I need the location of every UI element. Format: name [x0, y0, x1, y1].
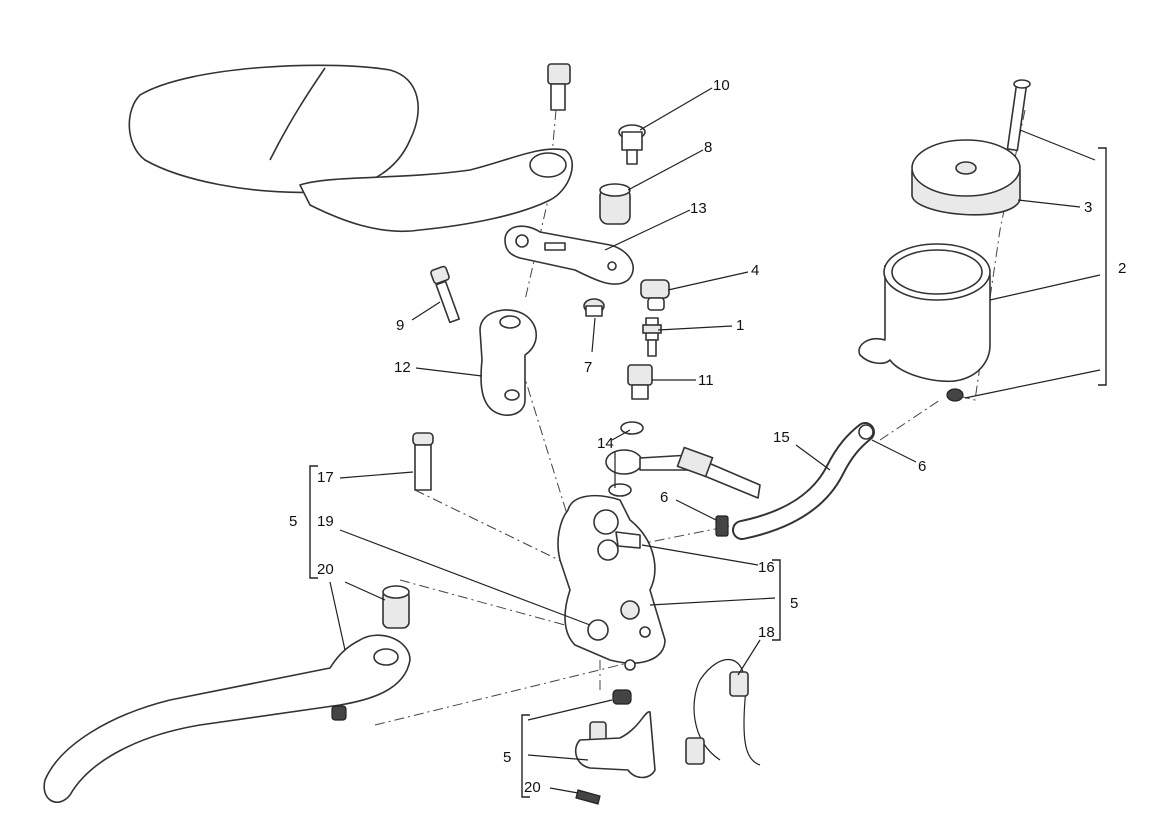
- callout-10: 10: [713, 77, 730, 94]
- part-13-bracket: [504, 225, 634, 285]
- callout-8: 8: [704, 139, 712, 156]
- part-20-bushing: [382, 585, 410, 629]
- callout-20-bushing: 20: [317, 561, 334, 578]
- callout-9: 9: [396, 317, 404, 334]
- part-4-cap: [640, 279, 670, 311]
- callout-11: 11: [698, 372, 714, 389]
- lower-parts: [574, 689, 656, 805]
- callout-16: 16: [758, 559, 775, 576]
- callout-3: 3: [1084, 199, 1092, 216]
- brake-lever: [43, 634, 411, 803]
- part-11-fitting: [627, 364, 653, 400]
- callout-4: 4: [751, 262, 759, 279]
- callout-5-left: 5: [289, 513, 297, 530]
- callout-17: 17: [317, 469, 334, 486]
- callout-6-cylinder: 6: [660, 489, 668, 506]
- part-6-clamps: [715, 424, 874, 537]
- callout-5-bottom: 5: [503, 749, 511, 766]
- part-12-clamp: [479, 309, 538, 416]
- part-2-reservoir: [858, 243, 991, 402]
- part-15-hose: [732, 422, 875, 540]
- rear-view-mirror: [128, 64, 574, 233]
- callout-20-bottom: 20: [524, 779, 541, 796]
- callout-7: 7: [584, 359, 592, 376]
- callout-13: 13: [690, 200, 707, 217]
- part-3-reservoir-cap: [911, 79, 1031, 216]
- part-17-pin: [412, 432, 434, 491]
- mirror-bolt: [547, 63, 571, 111]
- part-1-bleeder: [642, 317, 662, 357]
- callout-2: 2: [1118, 260, 1126, 277]
- part-10-cap: [618, 124, 646, 165]
- part-18-switch: [685, 658, 761, 766]
- callout-6-reservoir: 6: [918, 458, 926, 475]
- callout-19: 19: [317, 513, 334, 530]
- callout-14: 14: [597, 435, 614, 452]
- part-8-grommet: [599, 183, 631, 225]
- group-brackets: [309, 147, 1107, 798]
- part-9-bolt: [430, 265, 461, 324]
- callout-18: 18: [758, 624, 775, 641]
- part-7-nut: [583, 298, 605, 317]
- callout-labels: 10 8 13 4 1 11 7 9 12 3 2 14 15 6 6 17 5…: [289, 77, 1126, 796]
- callout-5-right: 5: [790, 595, 798, 612]
- master-cylinder-body: [557, 494, 666, 671]
- callout-1: 1: [736, 317, 744, 334]
- callout-12: 12: [394, 359, 411, 376]
- callout-15: 15: [773, 429, 790, 446]
- leader-lines: [329, 87, 1101, 794]
